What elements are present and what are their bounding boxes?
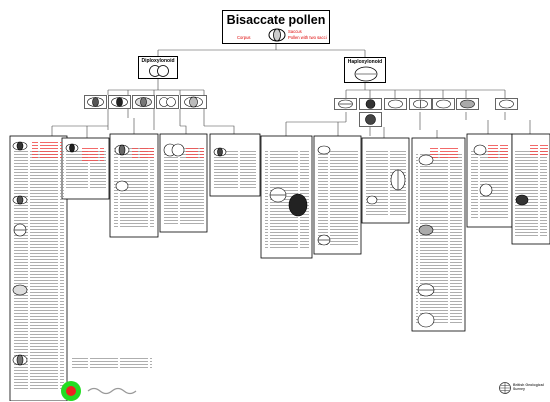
footer-scribble bbox=[86, 385, 146, 397]
green-red-disc-icon bbox=[60, 380, 82, 402]
bgs-globe-icon bbox=[499, 382, 511, 394]
footer-scribble-graphic bbox=[86, 385, 146, 395]
bgs-logo-text: British Geological Survey bbox=[513, 383, 549, 391]
bgs-logo: British Geological Survey bbox=[499, 381, 549, 395]
